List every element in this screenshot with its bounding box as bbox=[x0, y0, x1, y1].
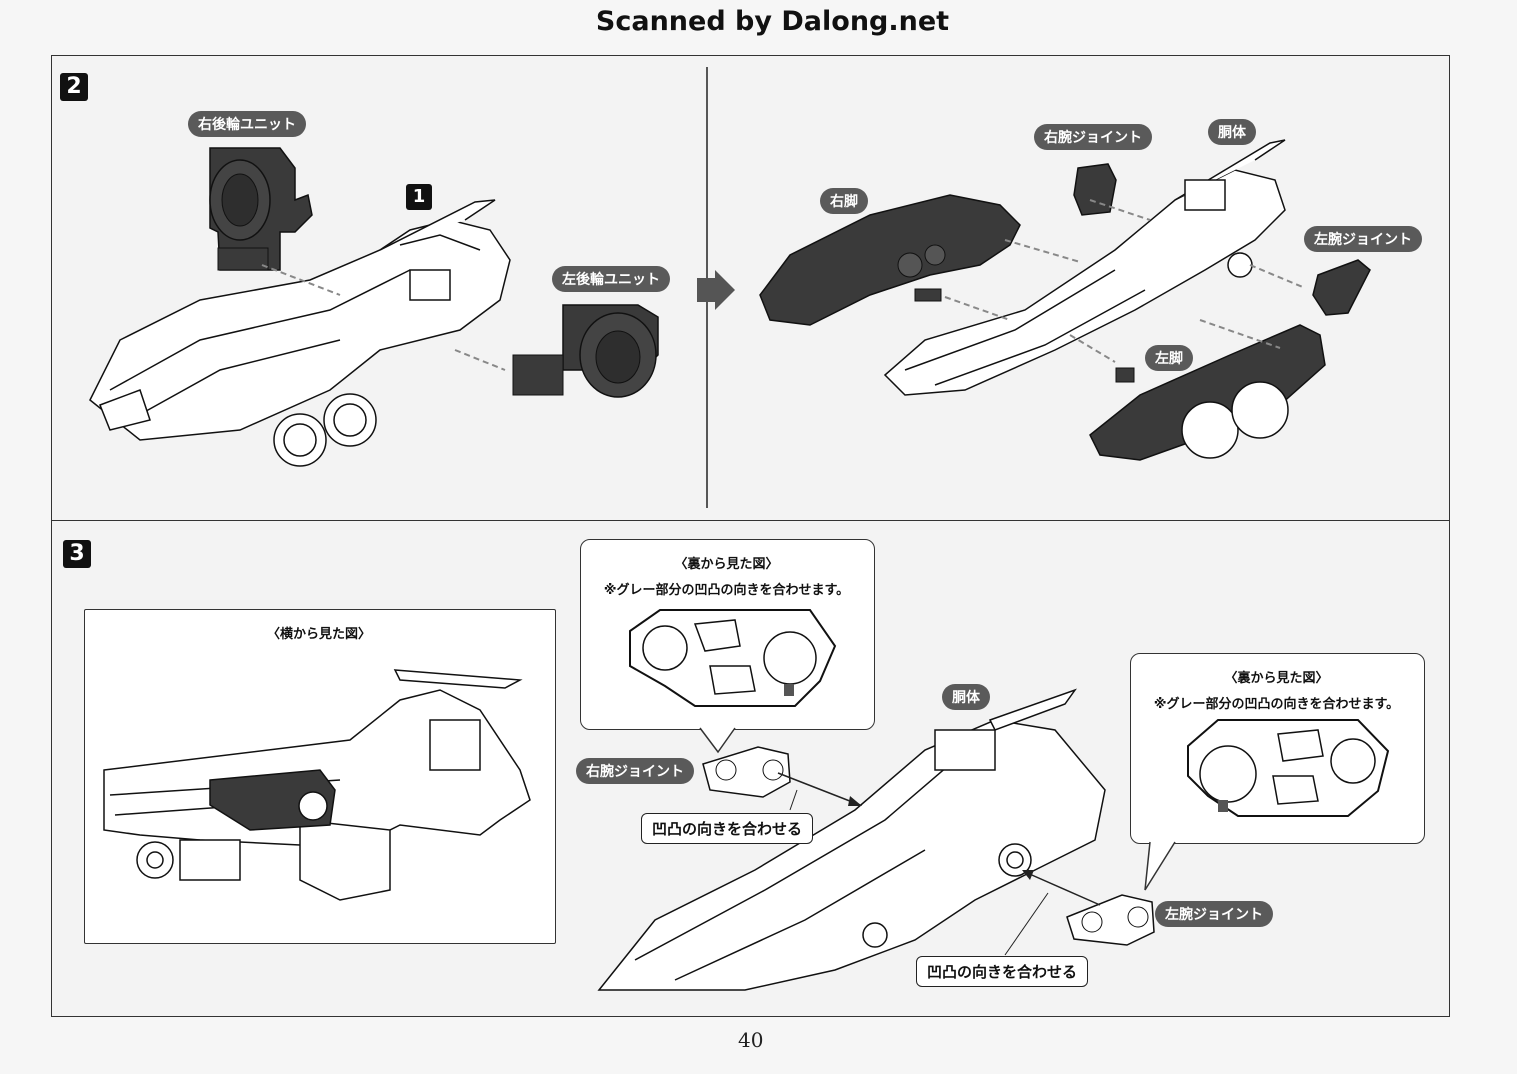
left-leg-drawing bbox=[1089, 324, 1326, 461]
back-view-left-note: ※グレー部分の凹凸の向きを合わせます。 bbox=[1153, 697, 1400, 712]
back-view-left-title: 〈裏から見た図〉 bbox=[1224, 671, 1329, 686]
page-number: 40 bbox=[738, 1028, 764, 1052]
label-torso-step2: 胴体 bbox=[1208, 119, 1256, 145]
step-2-sub-badge: 1 bbox=[406, 184, 432, 210]
label-left-rear-wheel-unit: 左後輪ユニット bbox=[552, 266, 670, 292]
back-view-right-title: 〈裏から見た図〉 bbox=[674, 557, 779, 572]
label-right-rear-wheel-unit: 右後輪ユニット bbox=[188, 111, 306, 137]
left-arm-joint-drawing-step2 bbox=[1312, 259, 1371, 316]
label-right-arm-joint-step3: 右腕ジョイント bbox=[576, 758, 694, 784]
label-torso-step3: 胴体 bbox=[942, 684, 990, 710]
left-rear-wheel-unit-drawing bbox=[512, 304, 659, 398]
right-arm-joint-drawing-step3 bbox=[702, 746, 791, 798]
right-rear-wheel-unit-drawing bbox=[209, 147, 313, 271]
step-3-badge: 3 bbox=[63, 540, 91, 568]
label-align-left: 凹凸の向きを合わせる bbox=[916, 956, 1089, 987]
left-arm-joint-drawing-step3 bbox=[1066, 894, 1155, 946]
label-left-arm-joint-step2: 左腕ジョイント bbox=[1304, 226, 1422, 252]
label-left-leg: 左脚 bbox=[1145, 345, 1193, 371]
back-view-right-note: ※グレー部分の凹凸の向きを合わせます。 bbox=[603, 583, 850, 598]
label-right-leg: 右脚 bbox=[820, 188, 868, 214]
label-left-arm-joint-step3: 左腕ジョイント bbox=[1155, 901, 1273, 927]
right-leg-drawing bbox=[759, 194, 1021, 326]
label-right-arm-joint-step2: 右腕ジョイント bbox=[1034, 124, 1152, 150]
right-arm-joint-drawing-step2 bbox=[1073, 163, 1117, 216]
torso-drawing-step3 bbox=[597, 688, 1106, 991]
side-view-drawing bbox=[103, 669, 531, 901]
label-align-right: 凹凸の向きを合わせる bbox=[641, 813, 814, 844]
back-view-right-drawing bbox=[629, 609, 837, 707]
step-2-badge: 2 bbox=[60, 73, 88, 101]
watermark-header: Scanned by Dalong.net bbox=[595, 6, 950, 37]
side-view-title: 〈横から見た図〉 bbox=[266, 627, 371, 642]
back-view-left-drawing bbox=[1187, 719, 1390, 817]
torso-drawing-step2 bbox=[883, 139, 1286, 396]
vehicle-body-drawing bbox=[89, 199, 511, 467]
